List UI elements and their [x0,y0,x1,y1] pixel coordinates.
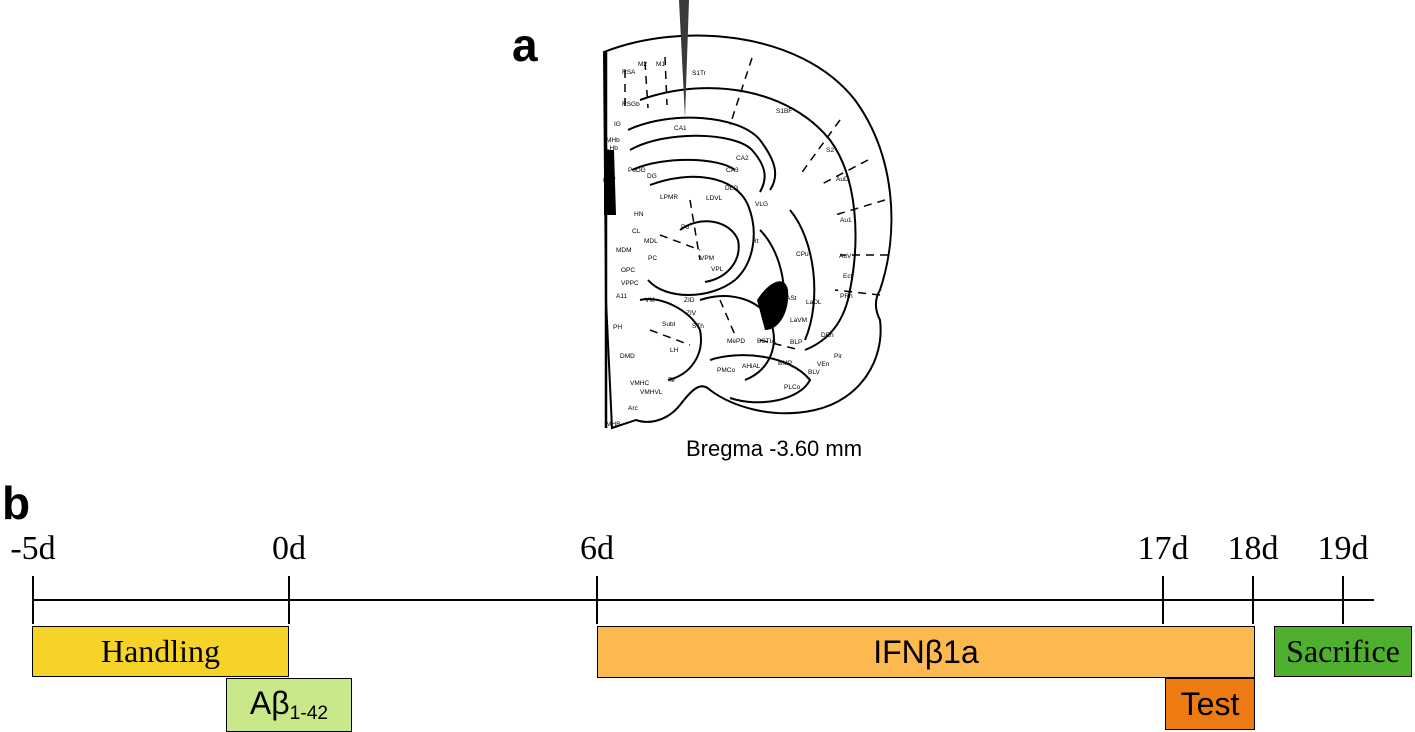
handling-label: Handling [100,633,221,669]
region-label: Rt [752,238,759,245]
region-label: DEn [821,332,834,339]
ifn-label: IFNβ1a [873,633,979,670]
sacrifice-label: Sacrifice [1286,633,1400,669]
tick-label: 19d [1317,530,1369,567]
region-label: Ect [843,273,853,280]
region-label: VMHVL [640,389,663,396]
region-label: CA1 [674,125,687,132]
region-label: CPu [796,251,809,258]
region-label: ZID [684,297,695,304]
region-label: ZIV [686,310,697,317]
region-label: PRh [840,293,853,300]
region-label: CA2 [736,155,749,162]
region-label: MDL [644,238,658,245]
panel-b-label: b [2,477,31,529]
region-label: Arc [628,405,639,412]
region-label: PoDG [628,167,646,174]
region-label: BSTIA [757,338,776,345]
region-label: S2 [826,147,834,154]
region-label: BMP [778,360,792,367]
sacrifice-bar: Sacrifice [1274,626,1412,677]
region-label: VLG [755,201,768,208]
region-label: A11 [616,293,627,300]
region-label: S1BF [776,108,792,115]
region-label: VPM [700,255,714,262]
region-label: AuD [836,176,849,183]
test-label: Test [1180,685,1240,722]
test-bar: Test [1165,678,1255,730]
panel-a-label: a [512,19,538,71]
region-label: MHb [606,137,620,144]
region-label: STh [692,323,704,330]
bregma-caption: Bregma -3.60 mm [686,436,863,461]
region-label: PLCo [784,384,801,391]
region-label: CL [632,228,641,235]
region-label: DG [647,173,657,180]
region-label: BLP [790,339,802,346]
tick-label: -5d [10,530,56,567]
region-label: VPL [711,266,724,273]
brain-outline [602,34,893,430]
region-label: PH [613,324,622,331]
region-label: RSGb [622,101,640,108]
region-label: PMCo [717,367,735,374]
region-label: LaDL [806,299,822,306]
region-label: S1Tr [692,70,707,77]
abeta-bar: Aβ1-42 [226,678,352,732]
tick-label: 0d [272,530,306,567]
region-label: MePD [727,338,745,345]
tick-label: 18d [1227,530,1279,567]
region-label: VMHC [630,380,649,387]
abeta-label: Aβ1-42 [249,685,329,724]
region-label: MHB [606,421,620,428]
region-label: Te [668,377,675,384]
region-label: PC [648,255,657,262]
region-label: M2 [638,61,647,68]
region-label: ASt [786,295,797,302]
region-label: D3V [603,177,616,184]
region-label: VM [645,297,655,304]
region-label: AHiAL [742,363,761,370]
region-label: M1 [656,61,665,68]
region-label: LHb [606,145,618,152]
electrode [679,0,689,118]
tick-label: 6d [580,530,614,567]
ifn-bar: IFNβ1a [597,626,1255,678]
region-label: DMD [620,353,635,360]
region-label: SubI [662,321,676,328]
region-label: BLV [808,369,820,376]
region-label: VEn [817,361,830,368]
handling-bar: Handling [32,626,289,677]
region-label: LDVL [706,195,723,202]
region-label: Pir [834,353,843,360]
region-label: Au1 [840,217,852,224]
region-label: CA3 [726,167,739,174]
region-label: AuV [839,253,852,260]
region-label: DLG [725,185,738,192]
region-label: HN [634,211,644,218]
region-label: LPMR [660,194,678,201]
region-label: VPPC [621,280,639,287]
region-label: OPC [621,267,635,274]
region-label: LaVM [790,317,807,324]
region-label: RSA [622,69,636,76]
tick-label: 17d [1137,530,1189,567]
region-label: MDM [616,247,632,254]
region-label: Po [681,224,689,231]
region-label: LH [670,347,679,354]
region-label: IG [614,121,621,128]
